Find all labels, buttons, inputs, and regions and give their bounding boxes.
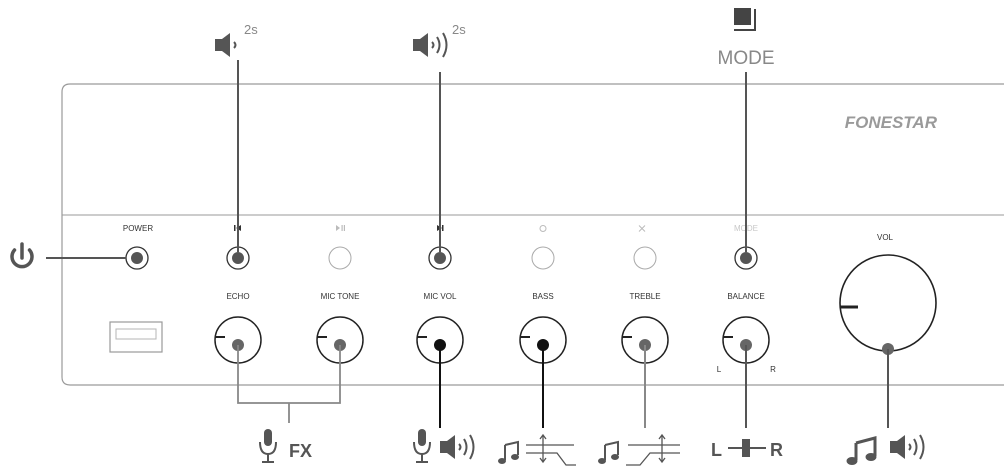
vol-knob[interactable] bbox=[839, 254, 937, 355]
music-note-icon bbox=[846, 436, 877, 465]
next-button[interactable] bbox=[428, 246, 452, 270]
fx-callout: FX bbox=[289, 441, 312, 461]
shuffle-small-icon bbox=[638, 225, 646, 232]
speaker-high-icon bbox=[413, 32, 448, 58]
mic-vol-label: MIC VOL bbox=[424, 292, 457, 301]
bass-eq-curve-icon bbox=[526, 433, 576, 466]
microphone-icon bbox=[259, 429, 277, 463]
fx-leader bbox=[237, 345, 341, 423]
mode-callout: MODE bbox=[718, 48, 775, 69]
balance-label: BALANCE bbox=[727, 292, 764, 301]
mode-button[interactable] bbox=[734, 246, 758, 270]
speaker-high-icon bbox=[890, 434, 925, 460]
power-button[interactable] bbox=[125, 246, 149, 270]
repeat-small-icon bbox=[539, 225, 547, 232]
mic-tone-label: MIC TONE bbox=[321, 292, 360, 301]
music-note-icon bbox=[498, 440, 519, 464]
play-pause-button[interactable] bbox=[328, 246, 352, 270]
repeat-button[interactable] bbox=[531, 246, 555, 270]
brand-logo: FONESTAR bbox=[845, 113, 938, 132]
prev-button[interactable] bbox=[226, 246, 250, 270]
bass-label: BASS bbox=[532, 292, 553, 301]
microphone-icon bbox=[413, 429, 431, 463]
prev-hold-label: 2s bbox=[244, 22, 258, 37]
panel-outline bbox=[61, 83, 1004, 386]
power-icon bbox=[10, 242, 34, 269]
speaker-high-icon bbox=[440, 434, 475, 460]
music-note-icon bbox=[598, 440, 619, 464]
balance-right-callout: R bbox=[770, 440, 783, 460]
play-pause-small-icon bbox=[336, 225, 345, 231]
vol-label: VOL bbox=[877, 233, 894, 242]
balance-left-callout: L bbox=[711, 440, 722, 460]
echo-label: ECHO bbox=[226, 292, 249, 301]
next-hold-label: 2s bbox=[452, 22, 466, 37]
power-label: POWER bbox=[123, 224, 153, 233]
balance-r-label: R bbox=[770, 365, 776, 374]
treble-eq-curve-icon bbox=[626, 433, 680, 466]
speaker-low-icon bbox=[215, 33, 237, 57]
balance-slider-icon bbox=[728, 439, 766, 457]
usb-port[interactable] bbox=[109, 321, 163, 353]
treble-label: TREBLE bbox=[629, 292, 660, 301]
mode-square-icon bbox=[734, 8, 756, 31]
balance-l-label: L bbox=[717, 365, 722, 374]
shuffle-button[interactable] bbox=[633, 246, 657, 270]
